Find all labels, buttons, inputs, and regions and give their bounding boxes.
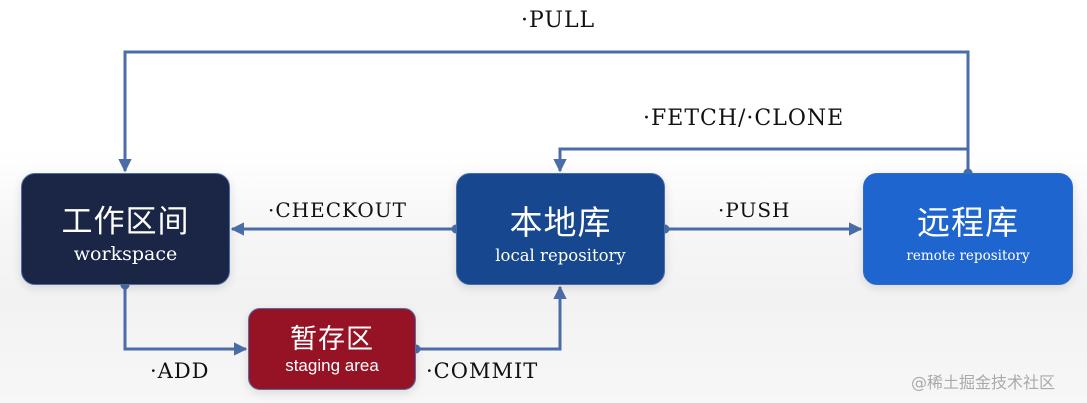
edge-label-checkout: ·CHECKOUT [268,198,407,222]
node-workspace: 工作区间 workspace [21,173,230,285]
edge-pull [118,50,970,173]
node-workspace-zh: 工作区间 [61,204,190,240]
edge-add [123,285,248,356]
edge-label-pull: ·PULL [521,8,596,33]
node-remote-en: remote repository [906,248,1030,264]
edge-label-add: ·ADD [150,359,210,383]
edge-commit [416,285,567,351]
node-local-zh: 本地库 [509,203,612,242]
node-local-en: local repository [495,246,626,265]
node-staging-zh: 暂存区 [290,324,374,355]
node-staging-en: staging area [285,356,379,375]
node-staging-area: 暂存区 staging area [248,308,416,390]
watermark: @稀土掘金技术社区 [911,373,1056,392]
edge-label-commit: ·COMMIT [426,359,539,383]
node-local-repository: 本地库 local repository [456,173,665,285]
edge-label-push: ·PUSH [718,198,791,222]
edge-label-fetch-clone: ·FETCH/·CLONE [643,106,845,131]
node-remote-zh: 远程库 [917,203,1019,242]
node-workspace-en: workspace [73,243,178,265]
edge-fetch-clone [553,147,968,173]
node-remote-repository: 远程库 remote repository [863,173,1073,285]
